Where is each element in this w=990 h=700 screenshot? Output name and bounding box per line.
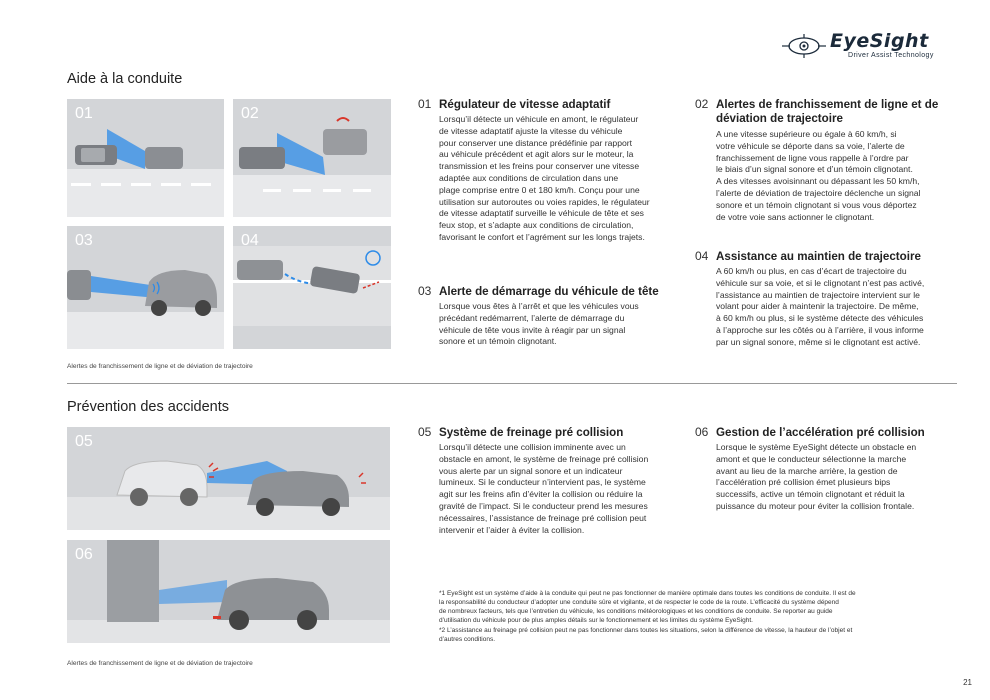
illustration-panel-01: 01 (67, 99, 224, 217)
adaptive-cruise-illustration (67, 129, 224, 217)
caption-prevent: Alertes de franchissement de ligne et de… (67, 660, 253, 667)
lane-keep-assist-illustration (233, 246, 391, 326)
feature-title: Gestion de l’accélération pré collision (716, 426, 925, 439)
illustration-panel-03: 03 (67, 226, 224, 349)
page-number: 21 (963, 678, 972, 687)
footnote-1: *1 EyeSight est un système d’aide à la c… (439, 590, 856, 624)
pre-collision-throttle-illustration (67, 540, 390, 643)
lane-departure-illustration (233, 117, 391, 217)
feature-number: 03 (418, 284, 432, 298)
feature-body: A 60 km/h ou plus, en cas d’écart de tra… (716, 266, 925, 347)
feature-body: Lorsque le système EyeSight détecte un o… (716, 442, 917, 511)
section-title-assist: Aide à la conduite (67, 71, 183, 87)
section-title-prevent: Prévention des accidents (67, 399, 230, 415)
panel-number: 04 (241, 232, 259, 249)
illustration-panel-04: 04 (233, 226, 391, 349)
feature-number: 05 (418, 425, 432, 439)
illustration-panel-05: 05 (67, 427, 390, 530)
feature-body: Lorsqu’il détecte une collision imminent… (439, 442, 649, 535)
logo-tagline: Driver Assist Technology (848, 52, 934, 59)
panel-number: 01 (75, 105, 93, 122)
pre-collision-braking-illustration (67, 460, 390, 530)
section-divider (67, 383, 957, 384)
illustration-panel-06: 06 (67, 540, 390, 643)
caption-assist: Alertes de franchissement de ligne et de… (67, 363, 253, 370)
feature-body: A une vitesse supérieure ou égale à 60 k… (716, 129, 921, 222)
illustration-panel-02: 02 (233, 99, 391, 217)
logo-wordmark: EyeSight (830, 30, 929, 52)
feature-number: 06 (695, 425, 709, 439)
feature-title: Système de freinage pré collision (439, 426, 624, 439)
feature-number: 04 (695, 249, 709, 263)
panel-number: 05 (75, 433, 93, 450)
feature-title: Régulateur de vitesse adaptatif (439, 98, 611, 111)
feature-body: Lorsque vous êtes à l’arrêt et que les v… (439, 301, 639, 347)
feature-title: Alertes de franchissement de ligne et de… (716, 98, 939, 125)
feature-body: Lorsqu’il détecte un véhicule en amont, … (439, 114, 650, 242)
feature-title: Assistance au maintien de trajectoire (716, 250, 921, 263)
panel-number: 03 (75, 232, 93, 249)
footnote-2: *2 L’assistance au freinage pré collisio… (439, 627, 853, 643)
eyesight-logo: EyeSight Driver Assist Technology (782, 30, 962, 62)
feature-title: Alerte de démarrage du véhicule de tête (439, 285, 659, 298)
eye-target-icon (782, 34, 826, 58)
feature-number: 02 (695, 97, 709, 111)
panel-number: 06 (75, 546, 93, 563)
lead-vehicle-start-illustration (67, 270, 224, 349)
feature-number: 01 (418, 97, 432, 111)
panel-number: 02 (241, 105, 259, 122)
